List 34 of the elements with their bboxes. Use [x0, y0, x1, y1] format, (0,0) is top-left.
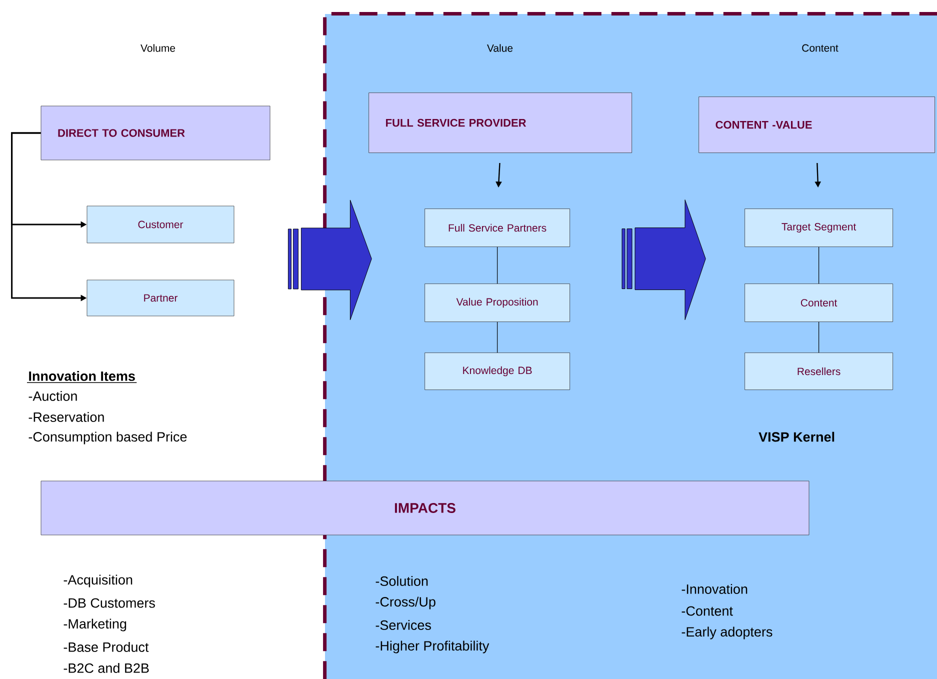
- block-arrow: [622, 200, 706, 320]
- process-box: Resellers: [744, 352, 893, 390]
- list-item: -Cross/Up: [376, 596, 436, 610]
- list-item: -Marketing: [64, 618, 126, 632]
- process-box: Customer: [86, 206, 234, 244]
- block-arrow: [288, 200, 372, 320]
- list-item: -Acquisition: [64, 574, 132, 588]
- list-item: -Solution: [376, 576, 428, 586]
- list-heading: Innovation Items: [26, 371, 138, 384]
- process-box: Content: [744, 284, 893, 322]
- list-item: -Higher Profitability: [376, 640, 490, 654]
- header-box: DIRECT TO CONSUMER: [40, 106, 270, 160]
- list-item: -Early adopters: [682, 626, 772, 640]
- process-box: Target Segment: [744, 208, 893, 247]
- process-box: Value Proposition: [424, 284, 570, 322]
- list-item: -Services: [376, 620, 431, 630]
- list-item: -Consumption based Price: [28, 432, 187, 444]
- list-item: -Reservation: [28, 412, 104, 422]
- list-item: -Base Product: [64, 642, 149, 652]
- header-box: CONTENT -VALUE: [698, 96, 935, 153]
- column-heading: Content: [802, 44, 838, 52]
- column-heading: Volume: [140, 44, 176, 52]
- list-item: -Content: [682, 606, 733, 616]
- process-box: Partner: [86, 280, 234, 316]
- header-box: FULL SERVICE PROVIDER: [368, 92, 632, 153]
- impacts-bar: IMPACTS: [40, 480, 810, 536]
- list-item: -Innovation: [682, 584, 748, 594]
- panel-title: VISP Kernel: [758, 432, 834, 442]
- list-item: -Auction: [28, 391, 77, 401]
- process-box: Knowledge DB: [424, 352, 570, 390]
- column-heading: Value: [487, 44, 513, 52]
- process-box: Full Service Partners: [424, 208, 570, 247]
- list-item: -B2C and B2B: [64, 663, 149, 673]
- list-item: -DB Customers: [64, 598, 155, 608]
